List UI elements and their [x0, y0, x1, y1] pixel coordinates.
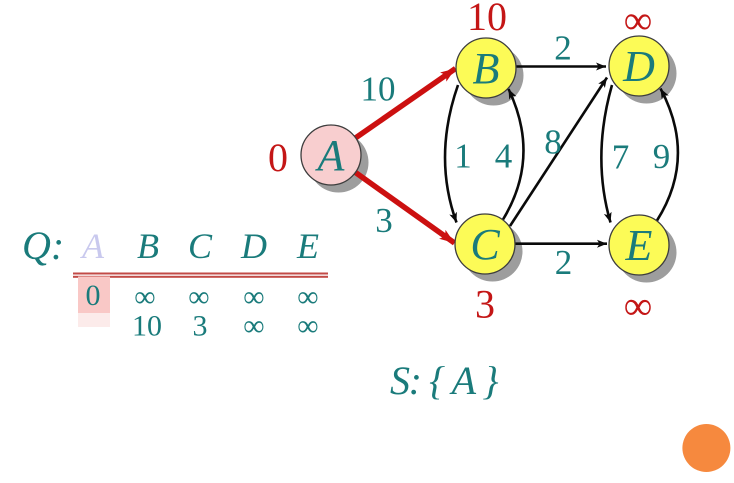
svg-text:C: C [188, 226, 213, 266]
svg-text:10: 10 [132, 310, 162, 343]
svg-text:D: D [622, 42, 655, 91]
svg-text:4: 4 [495, 137, 513, 176]
svg-text:D: D [240, 226, 267, 266]
svg-text:∞: ∞ [297, 281, 318, 314]
svg-text:10: 10 [467, 0, 507, 39]
svg-text:3: 3 [375, 201, 393, 240]
svg-text:E: E [625, 221, 653, 270]
svg-text:2: 2 [555, 243, 573, 282]
svg-text:A: A [315, 131, 346, 180]
svg-text:E: E [296, 226, 319, 266]
svg-text:B: B [473, 44, 500, 93]
svg-text:B: B [137, 226, 159, 266]
svg-text:∞: ∞ [188, 281, 209, 314]
svg-text:S: { A }: S: { A } [390, 358, 499, 403]
svg-text:∞: ∞ [297, 310, 318, 343]
svg-text:∞: ∞ [624, 0, 653, 43]
svg-text:3: 3 [193, 310, 208, 343]
svg-text:7: 7 [612, 138, 630, 177]
svg-text:9: 9 [653, 137, 671, 176]
svg-text:Q:: Q: [22, 223, 64, 268]
svg-text:∞: ∞ [243, 310, 264, 343]
svg-text:2: 2 [554, 29, 572, 68]
svg-text:0: 0 [86, 279, 101, 312]
svg-text:10: 10 [361, 70, 396, 109]
svg-text:∞: ∞ [243, 281, 264, 314]
svg-text:8: 8 [544, 123, 562, 162]
svg-text:0: 0 [268, 135, 288, 180]
svg-text:A: A [80, 226, 105, 266]
svg-text:∞: ∞ [134, 281, 155, 314]
svg-text:3: 3 [475, 282, 495, 327]
svg-text:C: C [470, 220, 500, 269]
svg-text:∞: ∞ [624, 283, 653, 328]
svg-text:1: 1 [454, 137, 472, 176]
